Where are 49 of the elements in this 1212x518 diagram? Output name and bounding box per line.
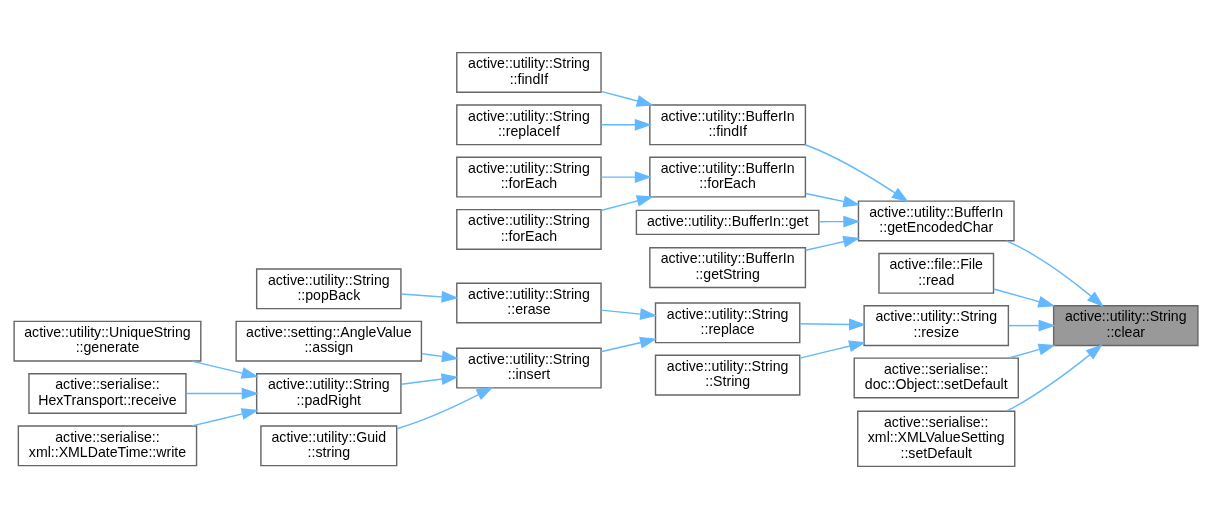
node-box: active::serialise:: doc::Object::setDefault xyxy=(853,356,1019,398)
arrow xyxy=(191,407,259,427)
node-box: active::utility::BufferIn::get xyxy=(635,209,820,235)
arrow xyxy=(1008,343,1056,359)
arrow xyxy=(1006,343,1103,412)
arrow xyxy=(1005,239,1104,307)
node-box: active::utility::String ::forEach xyxy=(456,156,602,198)
node-box: active::utility::String ::findIf xyxy=(456,51,602,93)
node-box: active::setting::AngleValue ::assign xyxy=(235,320,423,362)
node-box: active::serialise:: xml::XMLValueSetting ::setDefault xyxy=(857,409,1016,467)
node-box: active::file::File ::read xyxy=(878,252,995,294)
arrow xyxy=(799,339,866,359)
arrow xyxy=(600,336,658,352)
arrow xyxy=(804,143,909,202)
arrow xyxy=(400,290,459,303)
node-box: active::utility::String ::String xyxy=(654,354,801,396)
node-box: active::utility::BufferIn ::getEncodedChar xyxy=(857,199,1015,241)
node-box: active::utility::String ::resize xyxy=(863,304,1010,346)
node-box: active::utility::String ::clear xyxy=(1052,304,1199,346)
arrow xyxy=(600,90,654,107)
node-box: active::utility::Guid ::string xyxy=(260,424,398,466)
node-box: active::utility::UniqueString ::generate xyxy=(13,320,202,362)
node-box: active::utility::String ::forEach xyxy=(456,208,602,250)
arrow xyxy=(400,372,459,385)
node-box: active::utility::BufferIn ::forEach xyxy=(649,156,807,198)
arrow xyxy=(804,235,861,251)
arrow xyxy=(185,387,259,399)
arrow xyxy=(600,118,652,131)
arrow xyxy=(421,350,459,362)
arrow xyxy=(804,192,861,207)
node-box: active::serialise:: xml::XMLDateTime::write xyxy=(17,424,198,466)
node-box: active::utility::String ::popBack xyxy=(255,267,402,309)
arrow xyxy=(799,318,866,330)
arrow xyxy=(1008,319,1056,332)
arrow xyxy=(992,287,1056,307)
node-box: active::utility::String ::padRight xyxy=(255,372,402,414)
arrow xyxy=(600,194,654,211)
arrow xyxy=(191,359,259,379)
arrow xyxy=(396,386,494,429)
node-box: active::utility::String ::replace xyxy=(654,301,801,343)
node-box: active::utility::String ::erase xyxy=(456,282,602,323)
arrow xyxy=(818,215,861,228)
node-box: active::utility::String ::insert xyxy=(456,347,602,389)
node-box: active::utility::String ::replaceIf xyxy=(456,103,602,145)
arrow xyxy=(600,307,658,320)
node-box: active::utility::BufferIn ::getString xyxy=(649,246,807,288)
node-box: active::utility::BufferIn ::findIf xyxy=(649,103,807,145)
arrow xyxy=(600,170,652,183)
node-box: active::serialise:: HexTransport::receive xyxy=(28,372,187,414)
